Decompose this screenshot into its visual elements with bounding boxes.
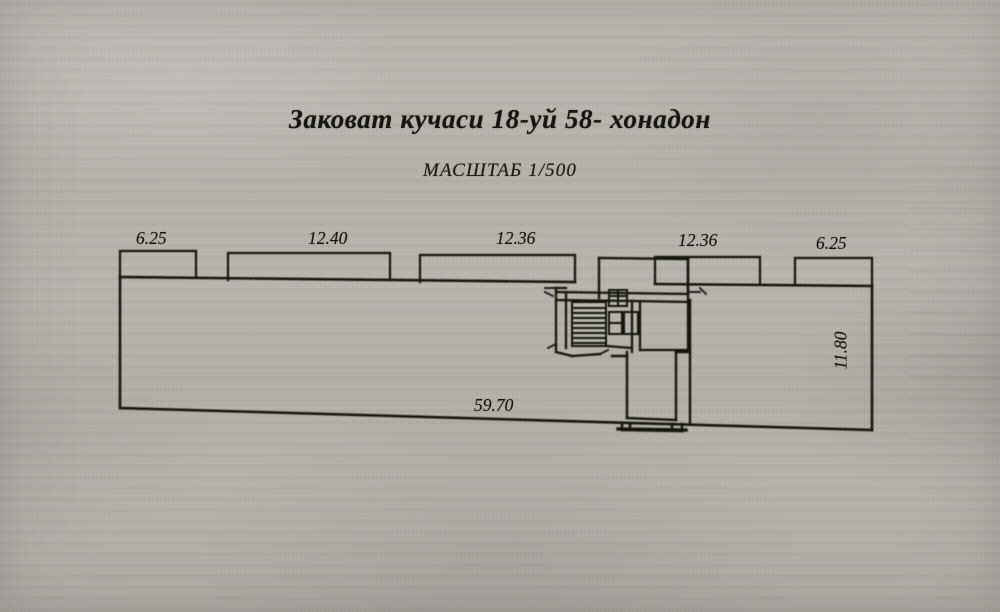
dimension-label-top-3: 12.36: [496, 228, 536, 248]
plan-title: Заковат кучаси 18-уй 58- хонадон: [289, 104, 711, 134]
dimension-label-top-2: 12.40: [308, 228, 348, 248]
dimension-label-top-4: 12.36: [678, 230, 718, 250]
dimension-label-top-5: 6.25: [816, 233, 847, 253]
dimension-label-bottom-overall: 59.70: [474, 395, 514, 415]
dimension-label-right-depth: 11.80: [830, 331, 851, 370]
dimension-label-top-1: 6.25: [136, 228, 167, 248]
plan-scale-label: МАСШТАБ 1/500: [423, 160, 577, 181]
